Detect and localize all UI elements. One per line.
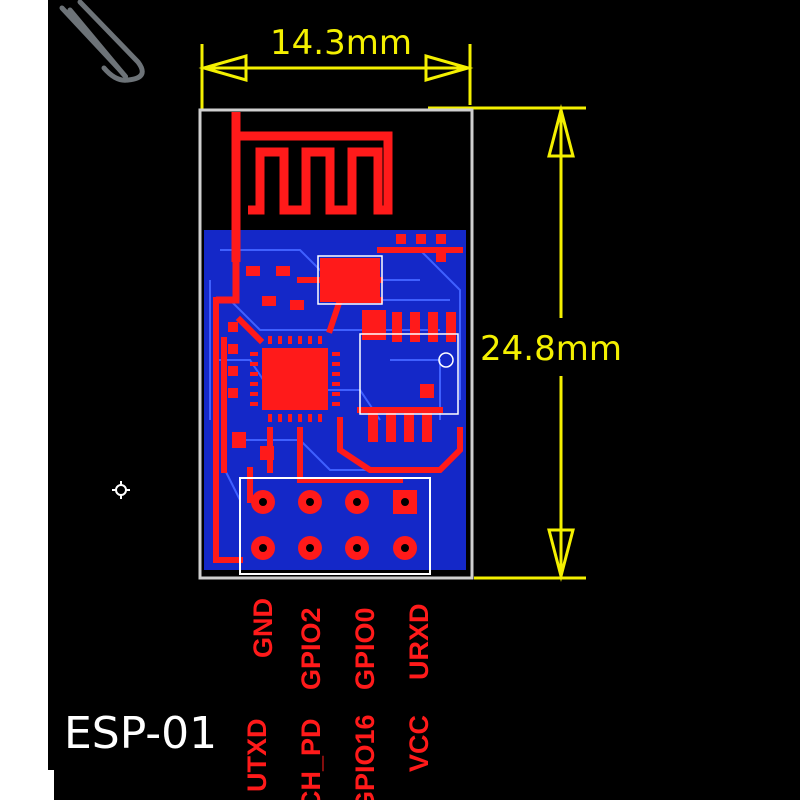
pin-label-vcc: VCC	[404, 715, 434, 772]
width-dimension	[198, 44, 474, 110]
board-outline	[198, 108, 474, 580]
pin-label-utxd: UTXD	[242, 719, 272, 793]
pin-header	[239, 477, 431, 575]
pin-label-gpio2: GPIO2	[296, 607, 326, 690]
pin-label-urxd: URXD	[404, 603, 434, 680]
width-label: 14.3mm	[270, 23, 412, 63]
origin-marker-icon	[112, 481, 130, 499]
paperclip-icon	[59, 0, 145, 83]
pin-label-ch-pd: CH_PD	[296, 718, 326, 800]
pin-label-gpio0: GPIO0	[350, 607, 380, 690]
smd-components	[228, 234, 456, 460]
pcb-board	[198, 108, 474, 580]
pin-labels: GND GPIO2 GPIO0 URXD UTXD CH_PD GPIO16 V…	[242, 598, 434, 800]
pin-label-gpio16: GPIO16	[350, 714, 380, 800]
pin-label-gnd: GND	[248, 598, 278, 658]
esp8266-chip	[250, 336, 340, 422]
height-label: 24.8mm	[480, 329, 622, 369]
module-title: ESP-01	[64, 708, 217, 759]
antenna-trace	[231, 112, 393, 262]
